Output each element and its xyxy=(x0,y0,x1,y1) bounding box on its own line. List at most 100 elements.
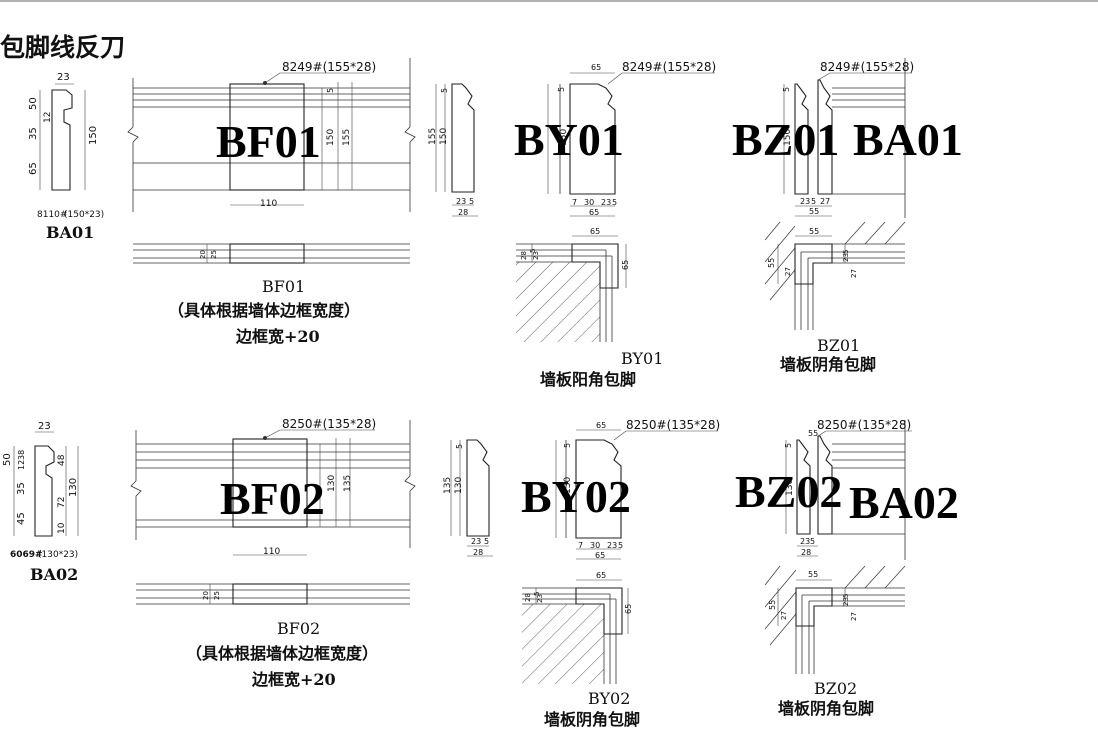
bz02-dim-f: 28 xyxy=(801,548,811,557)
bf01-dim-top: 5 xyxy=(326,88,335,93)
by02-plan-b: 5 xyxy=(533,592,541,596)
bf02-plan-p1: 20 xyxy=(202,591,210,600)
ba02-dim-w: 23 xyxy=(38,421,51,432)
by02-plan xyxy=(522,579,629,684)
side02-profile xyxy=(450,439,493,557)
by02-plan-c: 23 xyxy=(536,594,544,603)
by02-dim-a: 5 xyxy=(563,443,572,448)
bf02-plan-p2: 25 xyxy=(213,591,221,600)
by02-plan-a: 28 xyxy=(524,593,532,602)
bz01-plan-c: 23 xyxy=(842,253,850,262)
ba02-size: (130*23) xyxy=(38,550,78,560)
by02-caption-2: 墙板阴角包脚 xyxy=(544,710,640,729)
bf02-caption-1: BF02 xyxy=(277,619,320,638)
by01-plan-h: 65 xyxy=(621,260,630,270)
bf01-plan-p1: 20 xyxy=(199,250,207,259)
bf02-callout: 8250#(135*28) xyxy=(282,417,376,431)
by01-dim-g: 65 xyxy=(589,208,599,217)
bz01-callout: 8249#(155*28) xyxy=(820,60,914,74)
by01-dim-d: 30 xyxy=(584,198,594,207)
bz01-dim-b: 150 xyxy=(783,129,793,146)
by01-plan-a: 28 xyxy=(520,251,528,260)
by01-dim-f: 5 xyxy=(612,198,617,207)
bz01-dim-a: 5 xyxy=(782,87,791,92)
bf01-callout: 8249#(155*28) xyxy=(282,60,376,74)
by01-plan-w: 65 xyxy=(590,227,600,236)
bz01-plan xyxy=(764,221,906,330)
by01-callout: 8249#(155*28) xyxy=(622,60,716,74)
bz01-big-label: BZ01 xyxy=(732,114,839,165)
bz02-big-label-2: BA02 xyxy=(849,477,959,528)
bz02-plan-w: 55 xyxy=(808,570,818,579)
ba02-dim-h: 130 xyxy=(68,478,79,497)
bz02-plan-h: 55 xyxy=(768,600,777,610)
ba02-name: BA02 xyxy=(30,565,78,584)
bz01-dim-d: 5 xyxy=(811,197,816,206)
bz02-callout: 8250#(135*28) xyxy=(817,418,911,432)
side01-dim-e: 5 xyxy=(469,197,474,206)
bz01-plan-w: 55 xyxy=(809,227,819,236)
side02-dim-a: 5 xyxy=(455,444,464,449)
bf01-dim-w: 110 xyxy=(260,199,277,209)
bf01-dim-d1: 150 xyxy=(326,129,336,146)
by02-callout: 8250#(135*28) xyxy=(626,418,720,432)
ba01-model: 8110# xyxy=(37,210,67,220)
bz01-caption-1: BZ01 xyxy=(817,336,860,355)
bz02-section xyxy=(785,420,912,560)
bf01-big-label: BF01 xyxy=(216,116,321,167)
ba01-dim-h: 150 xyxy=(88,126,99,145)
by02-big-label: BY02 xyxy=(521,471,631,522)
bz02-dim-a: 5 xyxy=(784,443,793,448)
side01-profile xyxy=(435,83,478,217)
by02-dim-f: 5 xyxy=(618,541,623,550)
by02-section xyxy=(555,429,718,560)
ba02-model: 6069# xyxy=(10,550,43,560)
side02-dim-b: 135 xyxy=(443,477,453,494)
ba01-name: BA01 xyxy=(46,223,94,242)
by01-dim-a: 5 xyxy=(557,87,566,92)
ba01-profile xyxy=(39,83,86,191)
by01-dim-c: 7 xyxy=(572,198,577,207)
by02-dim-top: 65 xyxy=(596,421,606,430)
by02-dim-g: 65 xyxy=(595,551,605,560)
bf01-elevation xyxy=(127,58,416,212)
bf02-big-label: BF02 xyxy=(220,473,325,524)
bf02-caption-3: 边框宽+20 xyxy=(251,670,336,689)
side02-dim-d: 23 xyxy=(471,537,481,546)
ba01-size: (150*23) xyxy=(64,210,104,220)
by01-dim-top: 65 xyxy=(591,63,601,72)
bf01-caption-1: BF01 xyxy=(262,277,305,296)
bf01-plan xyxy=(133,243,410,264)
ba02-dim-d: 35 xyxy=(16,482,27,495)
ba01-dim-a: 50 xyxy=(28,97,39,110)
ba02-dim-g: 72 xyxy=(57,497,67,508)
side01-dim-c: 150 xyxy=(439,128,449,145)
by01-caption-2: 墙板阳角包脚 xyxy=(540,370,636,389)
side02-dim-e: 5 xyxy=(484,537,489,546)
ba02-dim-e: 45 xyxy=(16,512,27,525)
bz01-plan-b: 5 xyxy=(842,250,850,254)
bz01-dim-c: 23 xyxy=(800,197,810,206)
bz01-dim-f: 55 xyxy=(809,207,819,216)
ba01-dim-d: 65 xyxy=(28,162,39,175)
bz01-plan-a: 27 xyxy=(784,267,792,276)
by02-dim-e: 23 xyxy=(607,541,617,550)
bz01-dim-e: 27 xyxy=(820,197,830,206)
by01-big-label: BY01 xyxy=(514,114,624,165)
ba02-dim-b: 12 xyxy=(17,460,26,470)
by01-caption-1: BY01 xyxy=(621,349,663,368)
bz01-caption-2: 墙板阴角包脚 xyxy=(780,355,876,374)
bz02-dim-b: 130 xyxy=(785,479,795,496)
bz02-caption-2: 墙板阴角包脚 xyxy=(778,699,874,718)
by02-dim-b: 130 xyxy=(563,477,573,494)
bz01-section xyxy=(783,58,912,218)
by01-dim-e: 23 xyxy=(601,198,611,207)
bz01-big-label-2: BA01 xyxy=(853,114,963,165)
bf02-elevation xyxy=(130,420,416,556)
bz02-plan-c: 23 xyxy=(842,597,850,606)
by02-dim-d: 30 xyxy=(590,541,600,550)
bf01-dim-d2: 155 xyxy=(342,129,352,146)
ba02-dim-c: 38 xyxy=(17,450,26,460)
bf01-plan-p2: 25 xyxy=(210,250,218,259)
